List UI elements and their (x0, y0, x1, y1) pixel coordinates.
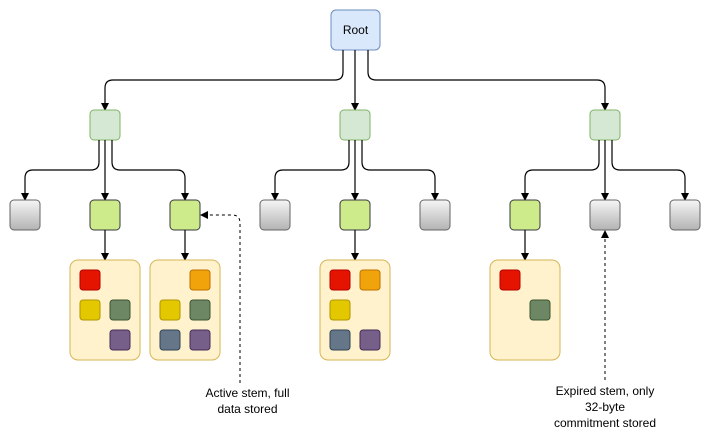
value-yellow (79, 299, 101, 321)
inner-node-left (89, 109, 121, 141)
active-stem-annotation: Active stem, full data stored (185, 385, 310, 417)
edges-level2 (21, 140, 689, 201)
stem-node-active (169, 199, 201, 231)
value-red (329, 269, 351, 291)
value-purple (109, 329, 131, 351)
edge-root-right (367, 50, 609, 111)
inner-nodes (89, 109, 621, 141)
expired-stem-annotation: Expired stem, only 32-byte commitment st… (540, 383, 670, 431)
value-red (499, 269, 521, 291)
expired-annotation-line1: Expired stem, only (555, 384, 655, 398)
data-values (79, 269, 551, 351)
active-annotation-line2: data stored (217, 402, 278, 416)
root-label: Root (343, 23, 369, 37)
value-olive (529, 299, 551, 321)
value-purple (359, 329, 381, 351)
stem-node (509, 199, 541, 231)
active-annotation-line1: Active stem, full (205, 386, 290, 400)
value-slate (159, 329, 181, 351)
edge-root-left (101, 50, 344, 111)
value-yellow (159, 299, 181, 321)
root-node: Root (330, 9, 381, 51)
value-olive (189, 299, 211, 321)
expired-annotation-line2: 32-byte (584, 400, 626, 414)
empty-node (419, 199, 451, 231)
empty-node (669, 199, 701, 231)
level2-nodes (9, 199, 701, 231)
expired-stem-node (589, 199, 621, 231)
stem-node (339, 199, 371, 231)
edges-root (101, 50, 609, 111)
empty-node (9, 199, 41, 231)
annotation-arrows (200, 211, 609, 383)
value-orange (189, 269, 211, 291)
inner-node-right (589, 109, 621, 141)
value-yellow (329, 299, 351, 321)
expired-annotation-line3: commitment stored (553, 416, 657, 430)
value-purple (189, 329, 211, 351)
data-groups (69, 259, 561, 361)
edges-stem-data (101, 230, 529, 261)
value-olive (109, 299, 131, 321)
value-red (79, 269, 101, 291)
value-slate (329, 329, 351, 351)
empty-node (259, 199, 291, 231)
value-orange (359, 269, 381, 291)
stem-node (89, 199, 121, 231)
inner-node-middle (339, 109, 371, 141)
